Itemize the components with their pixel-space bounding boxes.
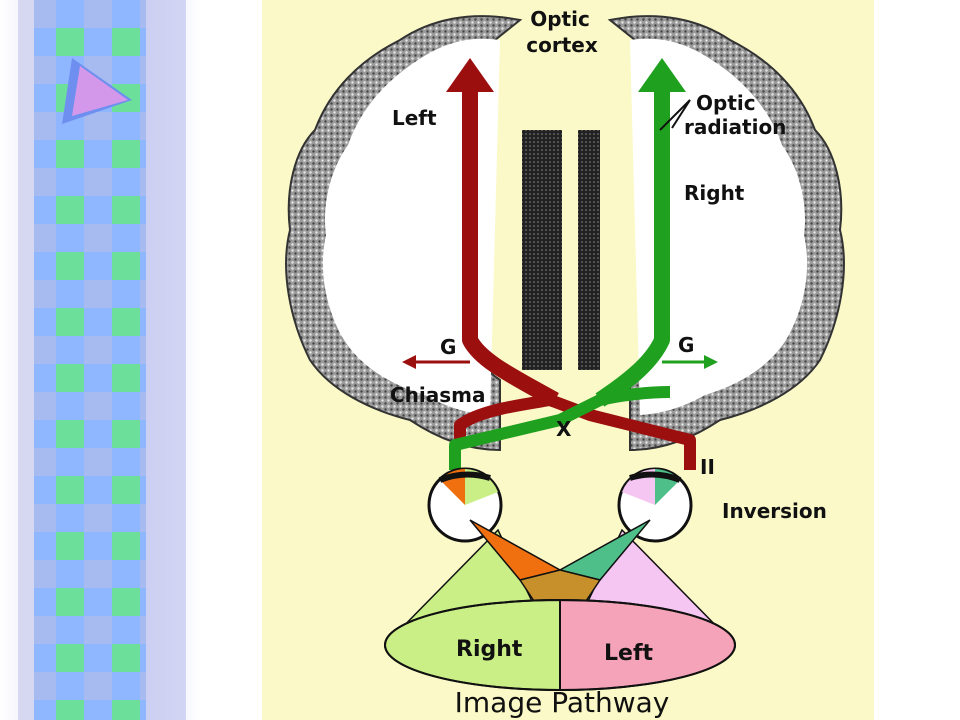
label-field-left: Left [604,641,654,666]
label-field-right: Right [456,637,523,662]
g-right-arrow-icon [704,355,718,369]
left-cortex-arrowhead [446,58,494,92]
label-left: Left [392,106,437,130]
label-x: X [556,417,572,441]
checker-strip [34,0,146,720]
label-g-right: G [678,333,694,357]
label-optic-radiation-2: radiation [684,115,786,139]
ventricle-left [522,130,562,370]
visual-field-ellipse [383,598,737,692]
label-g-left: G [440,335,456,359]
g-left-arrow-icon [402,355,416,369]
label-optic-cortex-1: Optic [530,7,590,31]
right-eye [617,467,693,543]
label-chiasma: Chiasma [390,383,486,407]
ventricle-right [578,130,600,370]
sidebar-decoration [0,0,200,720]
label-ii: II [700,455,715,479]
optic-radiation-pointer [659,99,691,131]
left-eye [427,467,503,543]
label-optic-cortex-2: cortex [526,33,598,57]
diagram-title: Image Pathway [455,686,670,719]
right-cortex-arrowhead [638,58,686,92]
label-inversion: Inversion [722,499,827,523]
label-optic-radiation-1: Optic [696,91,756,115]
right-visual-pathway [449,58,718,470]
brain-left-hemisphere [285,15,523,452]
label-right: Right [684,181,745,205]
left-visual-pathway [402,58,696,470]
